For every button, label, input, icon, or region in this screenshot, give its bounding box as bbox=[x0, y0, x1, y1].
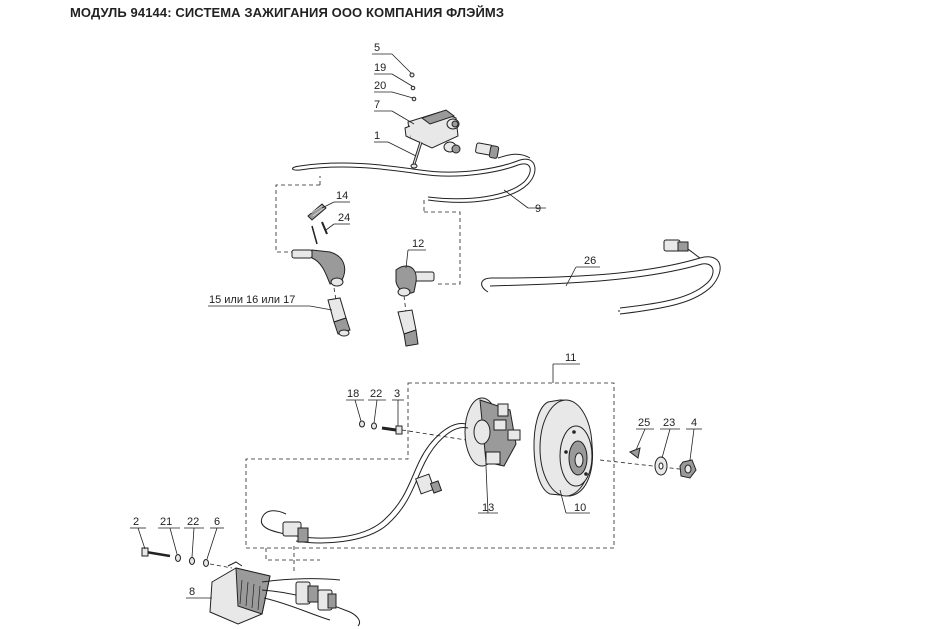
part-22-washer bbox=[371, 422, 377, 430]
part-26-wire-harness bbox=[481, 239, 721, 315]
callout-6: 6 bbox=[214, 516, 220, 528]
part-21-washer bbox=[175, 554, 181, 562]
callout-22-bottom: 22 bbox=[187, 516, 199, 528]
page-title: МОДУЛЬ 94144: СИСТЕМА ЗАЖИГАНИЯ ООО КОМП… bbox=[70, 5, 505, 20]
part-13-stator bbox=[464, 397, 521, 467]
callout-7: 7 bbox=[374, 99, 380, 111]
callout-5: 5 bbox=[374, 42, 380, 54]
part-22b-washer bbox=[189, 557, 195, 565]
part-24-clip bbox=[311, 221, 328, 245]
spark-plug-cap-left bbox=[291, 249, 346, 287]
callout-15-16-17: 15 или 16 или 17 bbox=[209, 294, 295, 306]
callout-22-top: 22 bbox=[370, 388, 382, 400]
callout-24: 24 bbox=[338, 212, 350, 224]
spark-plug-right bbox=[397, 309, 419, 347]
part-18-washer bbox=[359, 420, 365, 428]
callout-18: 18 bbox=[347, 388, 359, 400]
part-25-key bbox=[628, 447, 641, 459]
dashed-link-left bbox=[275, 184, 320, 253]
callout-4: 4 bbox=[691, 417, 697, 429]
part-1-bolt bbox=[410, 141, 423, 169]
part-9-connector bbox=[475, 142, 500, 159]
callout-9: 9 bbox=[535, 203, 541, 215]
part-6-nut bbox=[203, 559, 209, 567]
part-7-ignition-coil bbox=[404, 109, 461, 154]
part-2-bolt bbox=[141, 547, 171, 558]
callout-10: 10 bbox=[574, 502, 586, 514]
part-14-spring-clip bbox=[307, 203, 327, 221]
part-9-wire-harness bbox=[292, 153, 536, 203]
part-20-washer bbox=[411, 96, 417, 102]
callout-20: 20 bbox=[374, 80, 386, 92]
callout-21: 21 bbox=[160, 516, 172, 528]
part-11-kit-outline bbox=[245, 382, 615, 549]
part-4-nut bbox=[679, 459, 697, 479]
callout-12: 12 bbox=[412, 238, 424, 250]
part-15-16-17-spark-plug bbox=[327, 287, 351, 337]
callout-19: 19 bbox=[374, 62, 386, 74]
part-12-spark-plug-cap bbox=[395, 265, 435, 313]
callout-25: 25 bbox=[638, 417, 650, 429]
callout-3: 3 bbox=[394, 388, 400, 400]
stator-wire-harness bbox=[260, 423, 469, 544]
part-5-nut bbox=[409, 72, 415, 78]
part-19-washer bbox=[410, 85, 416, 91]
callout-14: 14 bbox=[336, 190, 348, 202]
regulator-wires bbox=[261, 578, 361, 627]
part-10-flywheel bbox=[533, 399, 593, 497]
callout-1: 1 bbox=[374, 130, 380, 142]
callout-26: 26 bbox=[584, 255, 596, 267]
callout-8: 8 bbox=[189, 586, 195, 598]
callout-23: 23 bbox=[663, 417, 675, 429]
callout-2: 2 bbox=[133, 516, 139, 528]
ignition-coil-assembly bbox=[292, 72, 536, 203]
callout-11: 11 bbox=[565, 352, 576, 364]
part-3-bolt bbox=[381, 425, 403, 435]
callout-13: 13 bbox=[482, 502, 494, 514]
dashed-link-right bbox=[424, 211, 461, 285]
part-23-washer bbox=[654, 456, 668, 476]
callout-leaders bbox=[130, 53, 702, 599]
part-8-voltage-regulator bbox=[209, 561, 271, 625]
